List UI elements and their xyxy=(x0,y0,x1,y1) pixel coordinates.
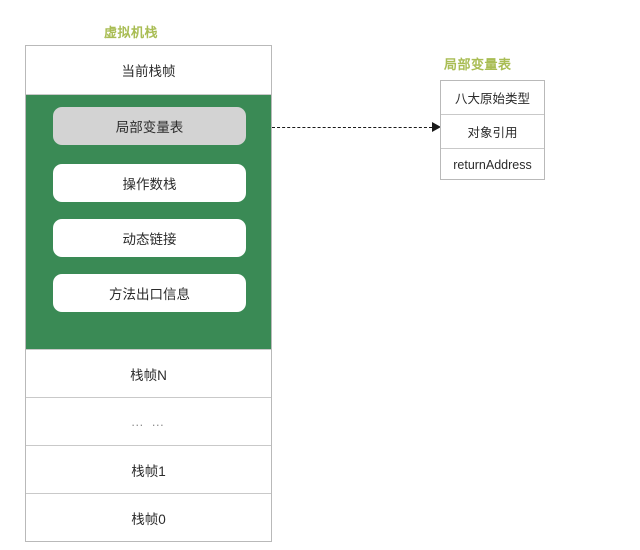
lvt-row-primitive-types: 八大原始类型 xyxy=(454,92,530,107)
stack-row-frame-1: 栈帧1 xyxy=(26,445,271,493)
frame-part-dynamic-link[interactable]: 动态链接 xyxy=(53,219,246,257)
stack-row-frame-n: 栈帧N xyxy=(26,349,271,397)
lvt-row-return-address: returnAddress xyxy=(441,147,544,181)
frame-part-method-exit-info[interactable]: 方法出口信息 xyxy=(53,274,246,312)
vm-stack-frame: 当前栈帧 局部变量表 操作数栈 动态链接 方法出口信息 栈帧N … … 栈帧1 … xyxy=(25,45,272,542)
current-frame-detail-panel: 局部变量表 操作数栈 动态链接 方法出口信息 xyxy=(26,95,271,349)
connector-arrowhead-icon xyxy=(432,122,441,132)
local-variable-table-caption: 局部变量表 xyxy=(444,57,512,72)
stack-row-frame-0: 栈帧0 xyxy=(26,493,271,541)
current-stack-frame-row: 当前栈帧 xyxy=(26,46,271,95)
frame-part-operand-stack[interactable]: 操作数栈 xyxy=(53,164,246,202)
lvt-row-object-reference: 对象引用 xyxy=(441,114,544,147)
vm-stack-caption: 虚拟机栈 xyxy=(104,25,159,40)
local-variable-table: 八大原始类型 对象引用 returnAddress xyxy=(440,80,545,180)
frame-part-local-variable-table[interactable]: 局部变量表 xyxy=(53,107,246,145)
connector-dashed-line xyxy=(272,127,432,128)
stack-row-ellipsis: … … xyxy=(26,397,271,445)
